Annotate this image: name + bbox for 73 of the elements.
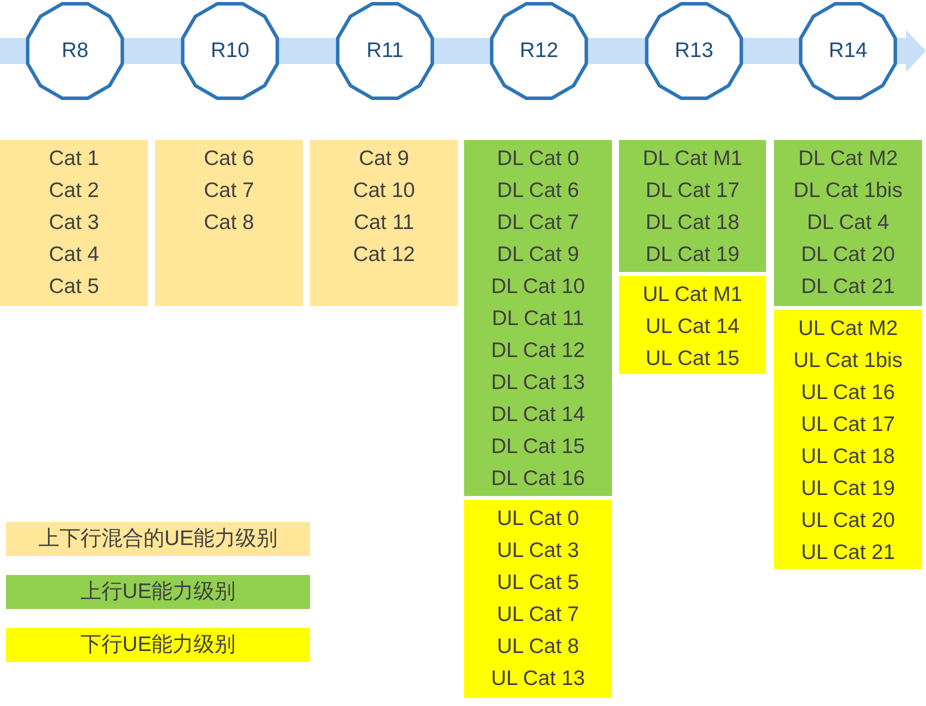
- category-text: UL Cat 16: [800, 380, 896, 406]
- category-text: DL Cat 17: [644, 178, 740, 204]
- category-text: DL Cat M1: [642, 146, 744, 172]
- category-text: Cat 5: [48, 274, 100, 300]
- release-badge: [487, 0, 591, 103]
- category-text: Cat 8: [202, 210, 256, 236]
- release-badge: [178, 0, 282, 103]
- category-text: DL Cat 15: [490, 434, 586, 460]
- category-text: DL Cat 9: [496, 242, 580, 268]
- category-text: UL Cat 0: [496, 506, 580, 532]
- category-text: Cat 11: [352, 210, 416, 236]
- category-text: DL Cat 21: [800, 274, 896, 300]
- category-text: DL Cat 13: [490, 370, 586, 396]
- category-text: DL Cat 7: [496, 210, 580, 236]
- category-text: UL Cat 7: [496, 602, 580, 628]
- category-text: UL Cat 20: [800, 508, 896, 534]
- release-badge: [333, 0, 437, 103]
- category-text: DL Cat 1bis: [792, 178, 904, 204]
- release-label: R14: [828, 38, 868, 64]
- category-text: UL Cat 5: [496, 570, 580, 596]
- category-text: Cat 2: [48, 178, 100, 204]
- category-text: DL Cat 20: [800, 242, 896, 268]
- category-text: DL Cat 0: [496, 146, 580, 172]
- category-text: UL Cat 19: [800, 476, 896, 502]
- category-box: [464, 140, 612, 496]
- category-text: UL Cat M2: [797, 316, 899, 342]
- category-text: Cat 12: [352, 242, 416, 268]
- release-label: R13: [674, 38, 714, 64]
- category-box: [310, 140, 458, 306]
- category-text: UL Cat 1bis: [792, 348, 904, 374]
- category-text: DL Cat 16: [490, 466, 586, 492]
- category-text: DL Cat 18: [644, 210, 740, 236]
- release-badge: [642, 0, 746, 103]
- category-text: Cat 4: [48, 242, 100, 268]
- category-box: [464, 500, 612, 698]
- release-badge: [796, 0, 900, 103]
- category-text: UL Cat 17: [800, 412, 896, 438]
- category-text: UL Cat 14: [644, 314, 740, 340]
- category-text: UL Cat M1: [642, 282, 744, 308]
- category-box: [774, 140, 922, 306]
- category-text: Cat 10: [352, 178, 416, 204]
- category-text: UL Cat 3: [496, 538, 580, 564]
- release-label: R10: [210, 38, 250, 64]
- release-label: R12: [518, 38, 560, 64]
- release-label: R8: [60, 38, 90, 64]
- category-text: Cat 3: [48, 210, 100, 236]
- category-text: UL Cat 8: [496, 634, 580, 660]
- category-box: [774, 310, 922, 569]
- category-text: UL Cat 13: [490, 666, 586, 692]
- category-text: Cat 6: [202, 146, 256, 172]
- category-box: [155, 140, 303, 306]
- category-text: DL Cat 19: [644, 242, 740, 268]
- category-text: DL Cat 11: [490, 306, 586, 332]
- legend-text: 上行UE能力级别: [79, 579, 237, 605]
- category-text: UL Cat 15: [644, 346, 740, 372]
- legend-text: 上下行混合的UE能力级别: [37, 526, 279, 552]
- category-box: [619, 276, 766, 374]
- release-badge: [23, 0, 127, 103]
- category-text: DL Cat 12: [490, 338, 586, 364]
- category-text: Cat 7: [202, 178, 256, 204]
- category-box: [619, 140, 766, 272]
- category-text: Cat 1: [48, 146, 100, 172]
- release-label: R11: [366, 38, 404, 64]
- category-text: DL Cat 6: [496, 178, 580, 204]
- category-text: DL Cat M2: [797, 146, 899, 172]
- category-text: DL Cat 4: [806, 210, 890, 236]
- category-text: DL Cat 14: [490, 402, 586, 428]
- legend-text: 下行UE能力级别: [79, 632, 237, 658]
- category-text: Cat 9: [358, 146, 410, 172]
- category-text: UL Cat 18: [800, 444, 896, 470]
- category-box: [0, 140, 148, 306]
- category-text: DL Cat 10: [490, 274, 586, 300]
- category-text: UL Cat 21: [800, 540, 896, 566]
